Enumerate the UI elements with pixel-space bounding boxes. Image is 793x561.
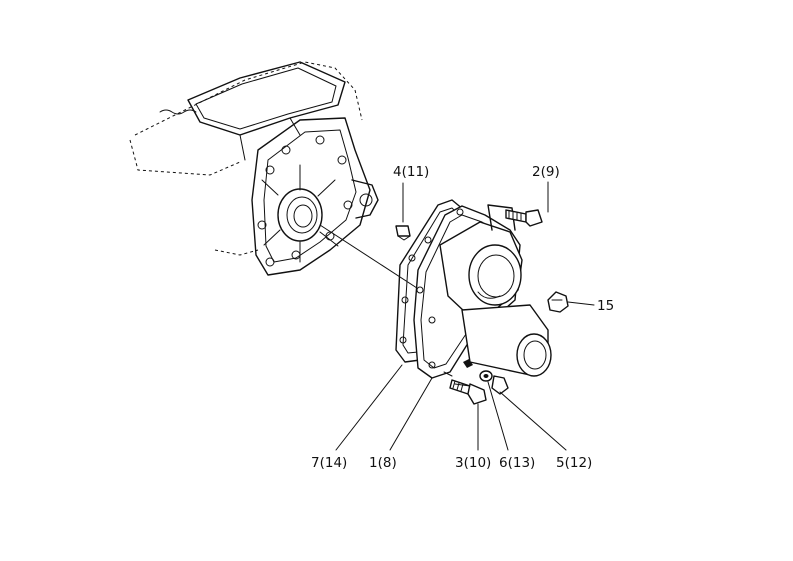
label-part-4: 4(11) [393, 164, 429, 180]
spring-washer [479, 370, 509, 451]
label-part-1: 1(8) [369, 455, 397, 471]
leader-1 [389, 377, 433, 451]
alignment-line [319, 224, 421, 291]
leader-3-connector [454, 383, 471, 387]
bolt-lower [449, 379, 487, 451]
bolt-upper [505, 181, 549, 227]
label-part-6: 6(13) [499, 455, 535, 471]
dowel-pin [395, 182, 411, 241]
nut [491, 375, 567, 451]
label-part-15: 15 [597, 298, 614, 314]
cover-housing [413, 204, 552, 379]
drain-plug [547, 291, 595, 313]
label-part-7: 7(14) [311, 455, 347, 471]
label-part-3: 3(10) [455, 455, 491, 471]
transmission-housing [129, 61, 379, 276]
label-part-5: 5(12) [556, 455, 592, 471]
leader-7 [335, 364, 403, 451]
label-part-2: 2(9) [532, 164, 560, 180]
